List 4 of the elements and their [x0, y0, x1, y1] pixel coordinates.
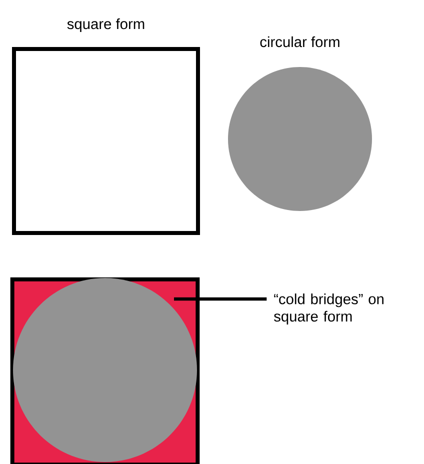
callout-text: “cold bridges” on square form [274, 294, 384, 324]
heading: square form [67, 18, 144, 32]
leader-line [174, 297, 267, 301]
heading: circular form [260, 36, 340, 48]
